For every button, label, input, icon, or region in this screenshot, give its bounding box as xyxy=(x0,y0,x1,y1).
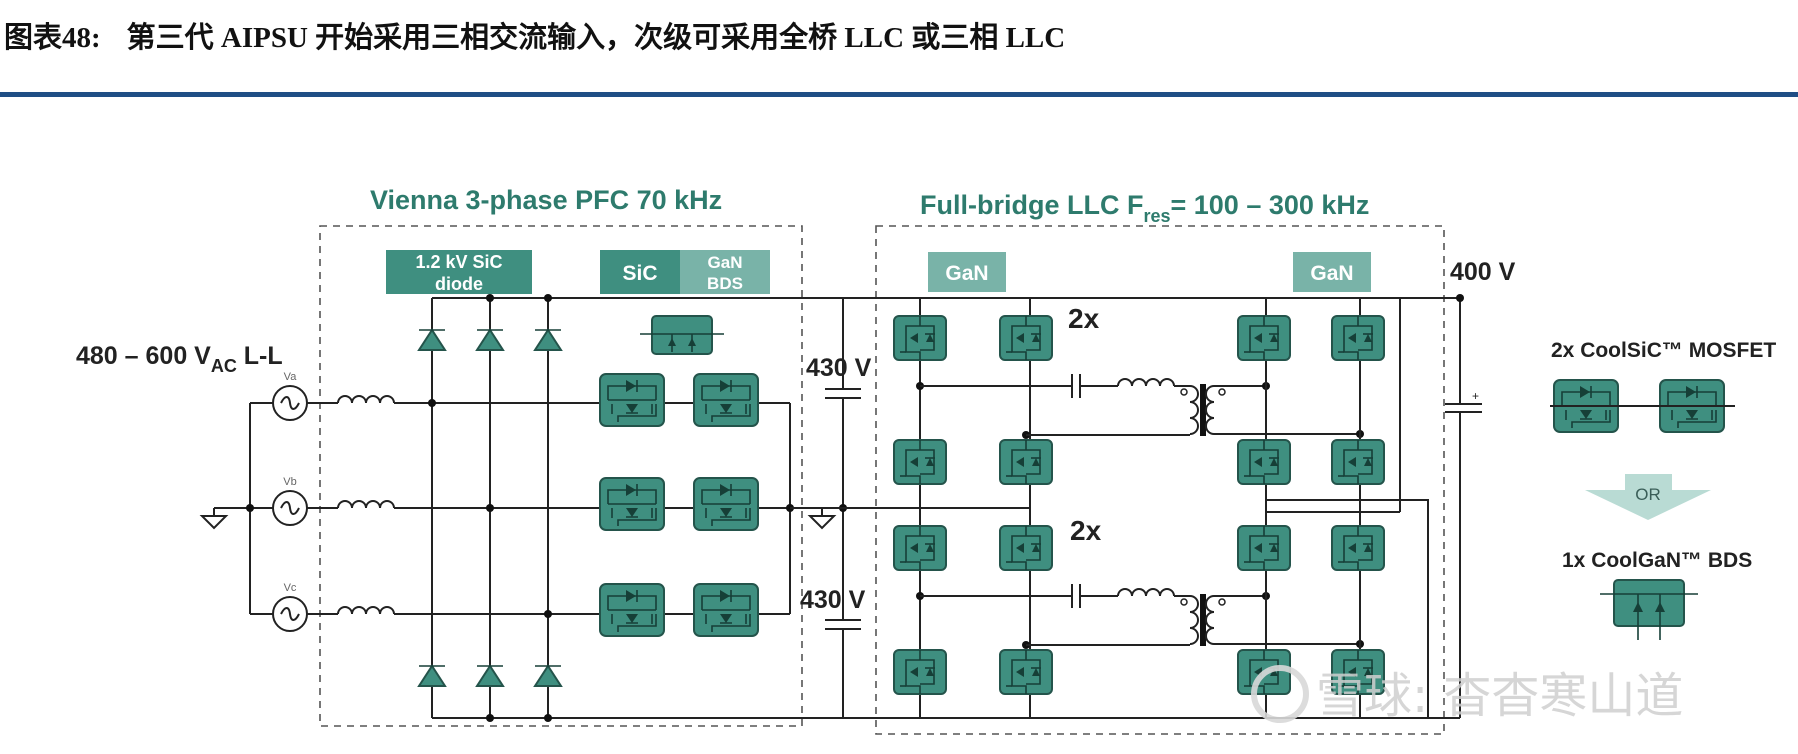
pfc-section-title: Vienna 3-phase PFC 70 kHz xyxy=(370,185,722,215)
legend-option-b: 1x CoolGaN™ BDS xyxy=(1562,549,1752,572)
vienna-switch-module xyxy=(599,477,665,531)
ground-icon xyxy=(809,515,835,529)
ground-icon xyxy=(201,515,227,529)
llc-title-main: Full-bridge LLC F xyxy=(920,190,1143,220)
primary-mosfet xyxy=(999,315,1053,361)
figure-title: 图表48: 第三代 AIPSU 开始采用三相交流输入，次级可采用全桥 LLC 或三… xyxy=(4,14,1065,56)
llc-section-frame xyxy=(875,225,1445,735)
vienna-switch-module xyxy=(599,583,665,637)
resonant-inductor-icon xyxy=(1117,588,1175,597)
watermark-logo-icon xyxy=(1251,665,1309,723)
secondary-mosfet xyxy=(1331,315,1385,361)
primary-mosfet xyxy=(999,525,1053,571)
vienna-switch-module xyxy=(693,583,759,637)
primary-mosfet xyxy=(893,315,947,361)
primary-mosfet xyxy=(999,649,1053,695)
inductor-icon xyxy=(337,500,395,509)
resonant-inductor-icon xyxy=(1117,378,1175,387)
source-a-label: Va xyxy=(284,371,298,383)
bds-symbol xyxy=(640,315,724,355)
ac-source-icon xyxy=(272,596,308,632)
secondary-mosfet xyxy=(1237,315,1291,361)
figure-number: 图表48: xyxy=(4,22,101,54)
sic-diode-tag: 1.2 kV SiC diode xyxy=(386,250,532,294)
llc-section-title: Full-bridge LLC Fres= 100 – 300 kHz xyxy=(920,190,1369,226)
sic-diode-tag-line2: diode xyxy=(435,274,483,294)
diode-icon xyxy=(476,329,504,351)
inductor-icon xyxy=(337,395,395,404)
or-arrow: OR xyxy=(1585,474,1711,520)
title-divider xyxy=(0,92,1798,97)
secondary-mosfet xyxy=(1237,525,1291,571)
primary-mosfet xyxy=(893,649,947,695)
input-voltage-main: 480 – 600 V xyxy=(76,342,211,370)
diode-icon xyxy=(534,665,562,687)
source-c: Vc xyxy=(272,582,308,632)
capacitor-plus-sign: + xyxy=(1472,389,1479,403)
coolgan-bds-symbol xyxy=(1600,579,1698,640)
legend-option-a: 2x CoolSiC™ MOSFET xyxy=(1551,339,1776,362)
primary-mosfet xyxy=(893,525,947,571)
output-voltage-label: 400 V xyxy=(1450,258,1516,286)
ac-source-icon xyxy=(272,385,308,421)
secondary-mosfet xyxy=(1331,525,1385,571)
llc-title-subscript: res xyxy=(1143,206,1170,226)
switch-tag-bds: BDS xyxy=(707,274,743,293)
transformer-icon xyxy=(1180,384,1226,436)
switch-tag: SiC GaN BDS xyxy=(600,250,770,294)
primary-gan-tag-label: GaN xyxy=(945,262,988,285)
diode-icon xyxy=(418,329,446,351)
dc-link-upper-label: 430 V xyxy=(806,354,872,382)
pfc-section-frame xyxy=(319,225,803,727)
coolsic-pair-symbol xyxy=(1550,379,1735,433)
transformer-icon xyxy=(1180,594,1226,646)
multiplier-bottom: 2x xyxy=(1070,515,1102,546)
source-a: Va xyxy=(272,371,308,421)
sic-diode-tag-line1: 1.2 kV SiC xyxy=(415,252,502,272)
watermark: 雪球: 杳杳寒山道 xyxy=(1251,665,1683,724)
vienna-switch-module xyxy=(693,373,759,427)
primary-mosfet xyxy=(893,439,947,485)
input-voltage-label: 480 – 600 VAC L-L xyxy=(76,342,283,376)
secondary-mosfet xyxy=(1237,439,1291,485)
vienna-switch-module xyxy=(693,477,759,531)
dc-link-lower-label: 430 V xyxy=(800,586,866,614)
multiplier-top: 2x xyxy=(1068,303,1100,334)
llc-title-tail: = 100 – 300 kHz xyxy=(1171,190,1370,220)
figure-caption: 第三代 AIPSU 开始采用三相交流输入，次级可采用全桥 LLC 或三相 LLC xyxy=(126,22,1066,54)
primary-gan-tag: GaN xyxy=(928,252,1006,292)
inductor-icon xyxy=(337,606,395,615)
diode-icon xyxy=(418,665,446,687)
source-c-label: Vc xyxy=(284,582,297,594)
source-b: Vb xyxy=(272,476,308,526)
or-label: OR xyxy=(1635,485,1661,504)
vienna-switch-module xyxy=(599,373,665,427)
input-voltage-tail: L-L xyxy=(237,342,283,370)
switch-tag-sic: SiC xyxy=(622,262,657,285)
primary-mosfet xyxy=(999,439,1053,485)
ac-source-icon xyxy=(272,490,308,526)
secondary-gan-tag-label: GaN xyxy=(1310,262,1353,285)
secondary-gan-tag: GaN xyxy=(1293,252,1371,292)
input-voltage-sub: AC xyxy=(211,356,237,376)
diode-icon xyxy=(534,329,562,351)
watermark-text: 雪球: 杳杳寒山道 xyxy=(1316,668,1683,724)
source-b-label: Vb xyxy=(283,476,296,488)
secondary-mosfet xyxy=(1331,439,1385,485)
diode-icon xyxy=(476,665,504,687)
switch-tag-gan: GaN xyxy=(708,253,743,272)
